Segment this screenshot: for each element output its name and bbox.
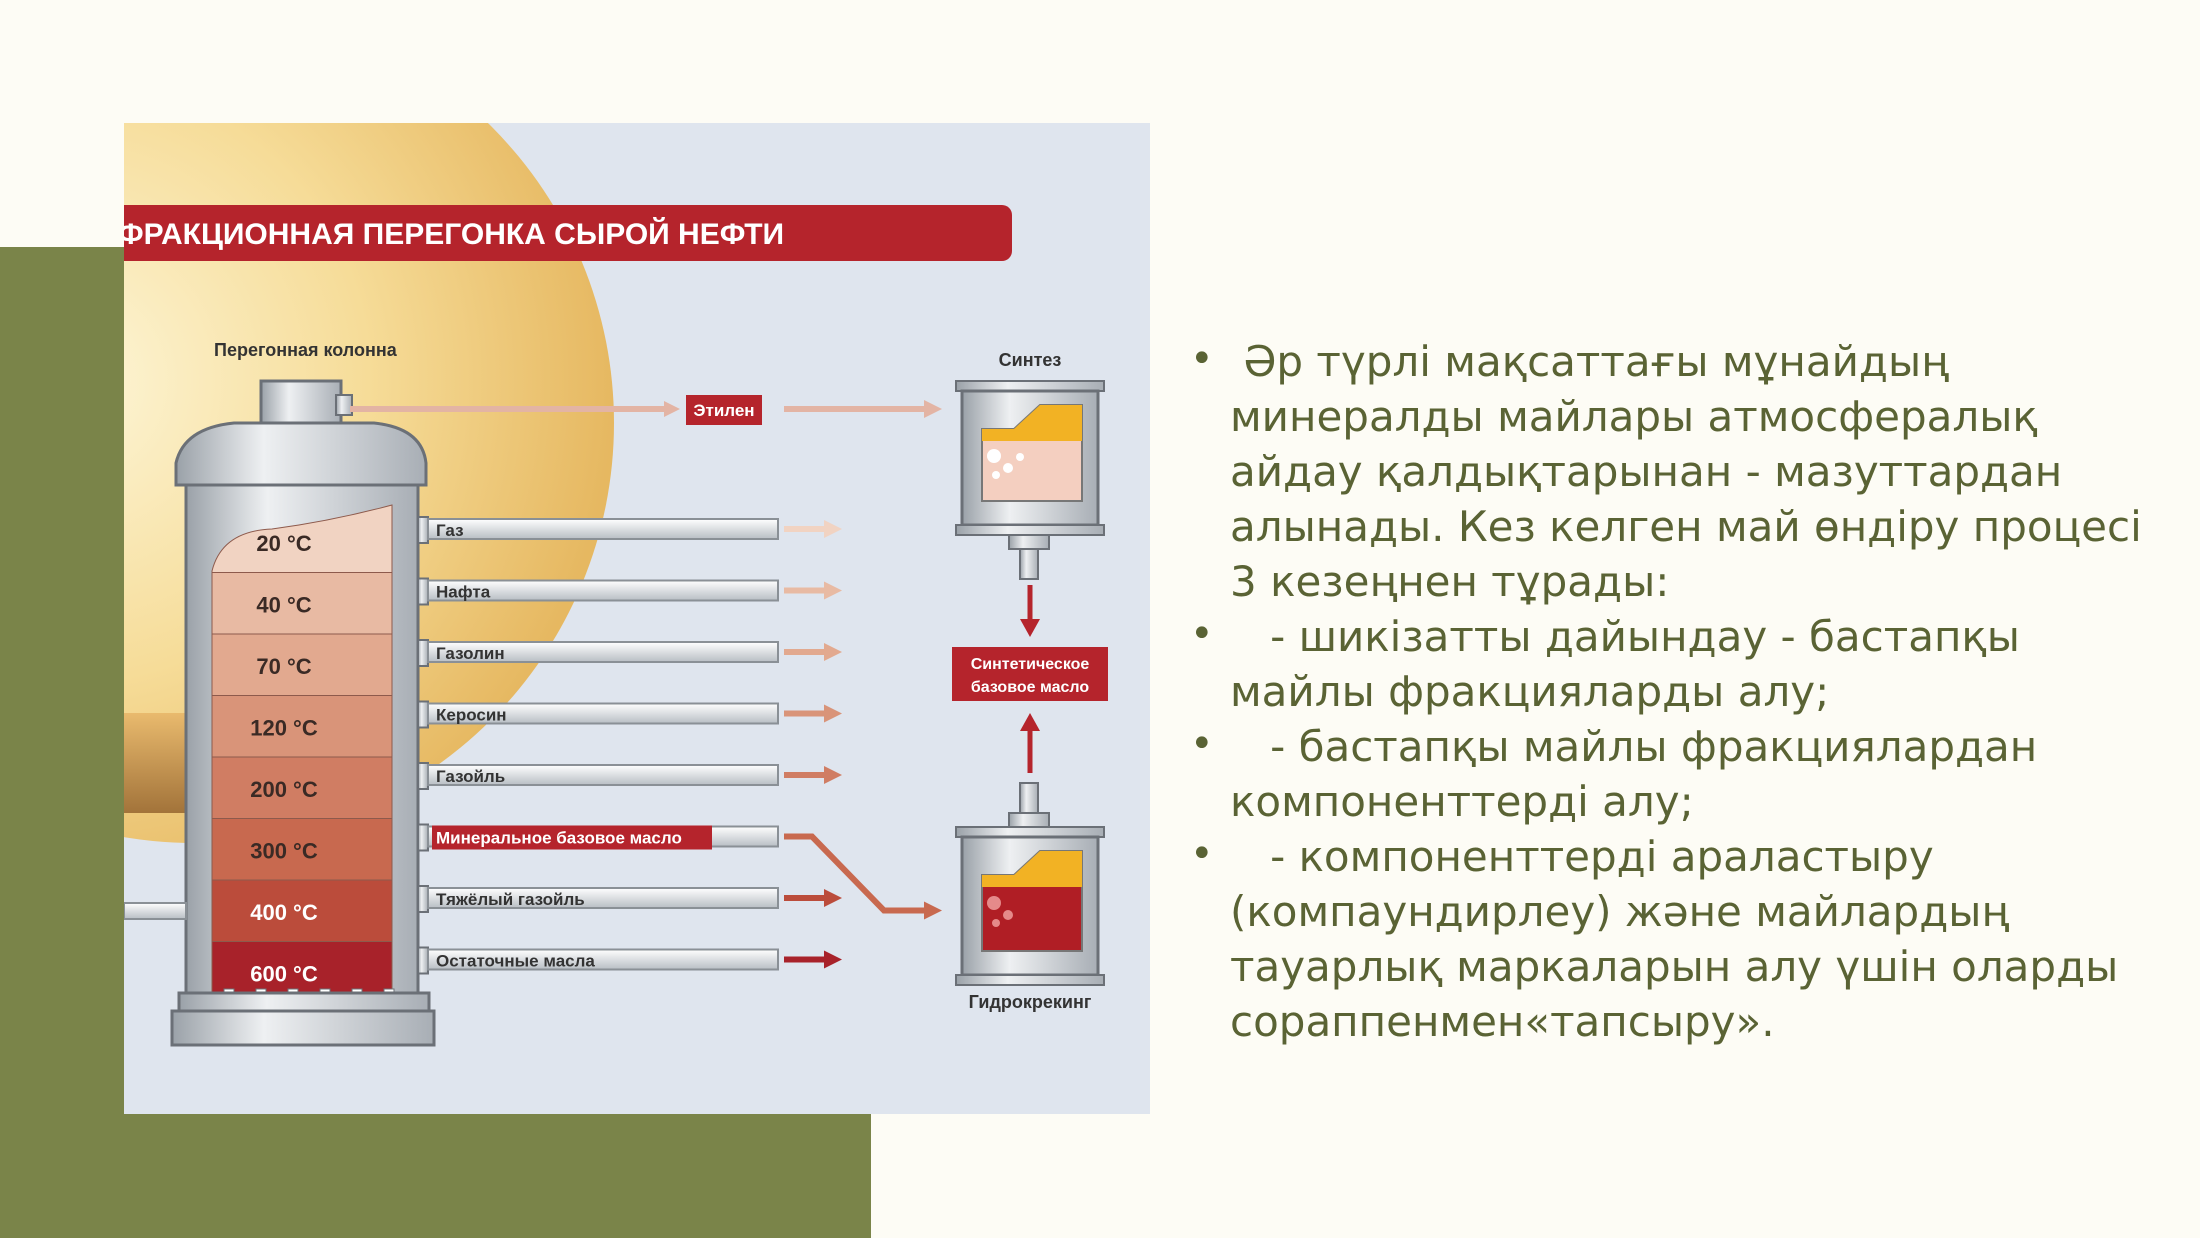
fractional-distillation-diagram: ФРАКЦИОННАЯ ПЕРЕГОНКА СЫРОЙ НЕФТИ Перего…	[124, 123, 1150, 1114]
column-base	[170, 1009, 436, 1047]
bullet-item-1: Әр түрлі мақсаттағы мұнайдың минералды м…	[1190, 332, 2150, 609]
column-layer-6	[211, 818, 393, 881]
temperature-label-4: 120 °C	[250, 716, 318, 741]
product-pipe-7	[427, 887, 779, 909]
product-label-6: Минеральное базовое масло	[436, 829, 682, 848]
product-label-3: Газолин	[436, 644, 505, 663]
pipe-flange-4	[417, 700, 429, 729]
bullet-item-2: - шикізатты дайындау - бастапқы майлы фр…	[1190, 607, 2150, 719]
column-layer-4	[211, 695, 393, 758]
field-strip	[124, 713, 194, 813]
temperature-label-2: 40 °C	[256, 593, 311, 618]
column-nozzle	[259, 379, 343, 427]
column-layer-1	[211, 504, 393, 573]
column-label: Перегонная колонна	[214, 340, 398, 360]
synthetic-oil-line2: базовое масло	[971, 679, 1089, 696]
column-layer-2	[211, 572, 393, 635]
product-label-7: Тяжёлый газойль	[436, 890, 585, 909]
title-bar	[124, 205, 1012, 261]
product-label-2: Нафта	[436, 583, 491, 602]
inlet-pipe	[124, 902, 187, 920]
hydrocracking-label: Гидрокрекинг	[969, 992, 1092, 1012]
bullet-list: Әр түрлі мақсаттағы мұнайдың минералды м…	[1190, 332, 2150, 1049]
column-dome	[174, 421, 428, 487]
pipe-flange-6	[417, 823, 429, 852]
mineral-oil-badge	[432, 825, 712, 850]
product-label-1: Газ	[436, 521, 464, 540]
product-pipe-5	[427, 764, 779, 786]
pipe-flange-2	[417, 577, 429, 606]
ethylene-badge	[686, 395, 762, 425]
diagram-title: ФРАКЦИОННАЯ ПЕРЕГОНКА СЫРОЙ НЕФТИ	[124, 217, 784, 251]
product-pipe-4	[427, 702, 779, 725]
temperature-label-7: 400 °C	[250, 900, 318, 925]
product-label-4: Керосин	[436, 706, 507, 725]
pipe-flange-8	[417, 946, 429, 975]
product-pipe-8	[427, 948, 779, 971]
pipe-flange-5	[417, 762, 429, 790]
temperature-label-6: 300 °C	[250, 839, 318, 864]
temperature-label-1: 20 °C	[256, 531, 311, 556]
temperature-label-8: 600 °C	[250, 962, 318, 987]
pipe-flange-1	[417, 516, 429, 544]
product-label-5: Газойль	[436, 767, 505, 786]
mineral-oil-arrow	[784, 833, 924, 914]
pipe-flange-3	[417, 639, 429, 667]
bullet-item-4: - компоненттерді араластыру (компаундирл…	[1190, 827, 2150, 1049]
hydrocracking-reactor	[955, 782, 1105, 986]
synthetic-oil-line1: Синтетическое	[971, 656, 1090, 673]
product-pipe-3	[427, 641, 779, 663]
bullet-item-3: - бастапқы майлы фракциялардан компонент…	[1190, 717, 2150, 829]
synthesis-label: Синтез	[999, 350, 1062, 370]
column-layer-3	[211, 633, 393, 696]
column-base-ring	[177, 991, 431, 1013]
product-pipe-2	[427, 579, 779, 602]
ethylene-label: Этилен	[693, 401, 754, 420]
product-pipe-1	[427, 518, 779, 540]
column-layer-5	[211, 756, 393, 819]
temperature-label-3: 70 °C	[256, 654, 311, 679]
temperature-label-5: 200 °C	[250, 777, 318, 802]
product-label-8: Остаточные масла	[436, 952, 595, 971]
pipe-flange-7	[417, 885, 429, 913]
synthesis-reactor	[955, 380, 1105, 580]
synthetic-oil-badge	[952, 647, 1108, 701]
